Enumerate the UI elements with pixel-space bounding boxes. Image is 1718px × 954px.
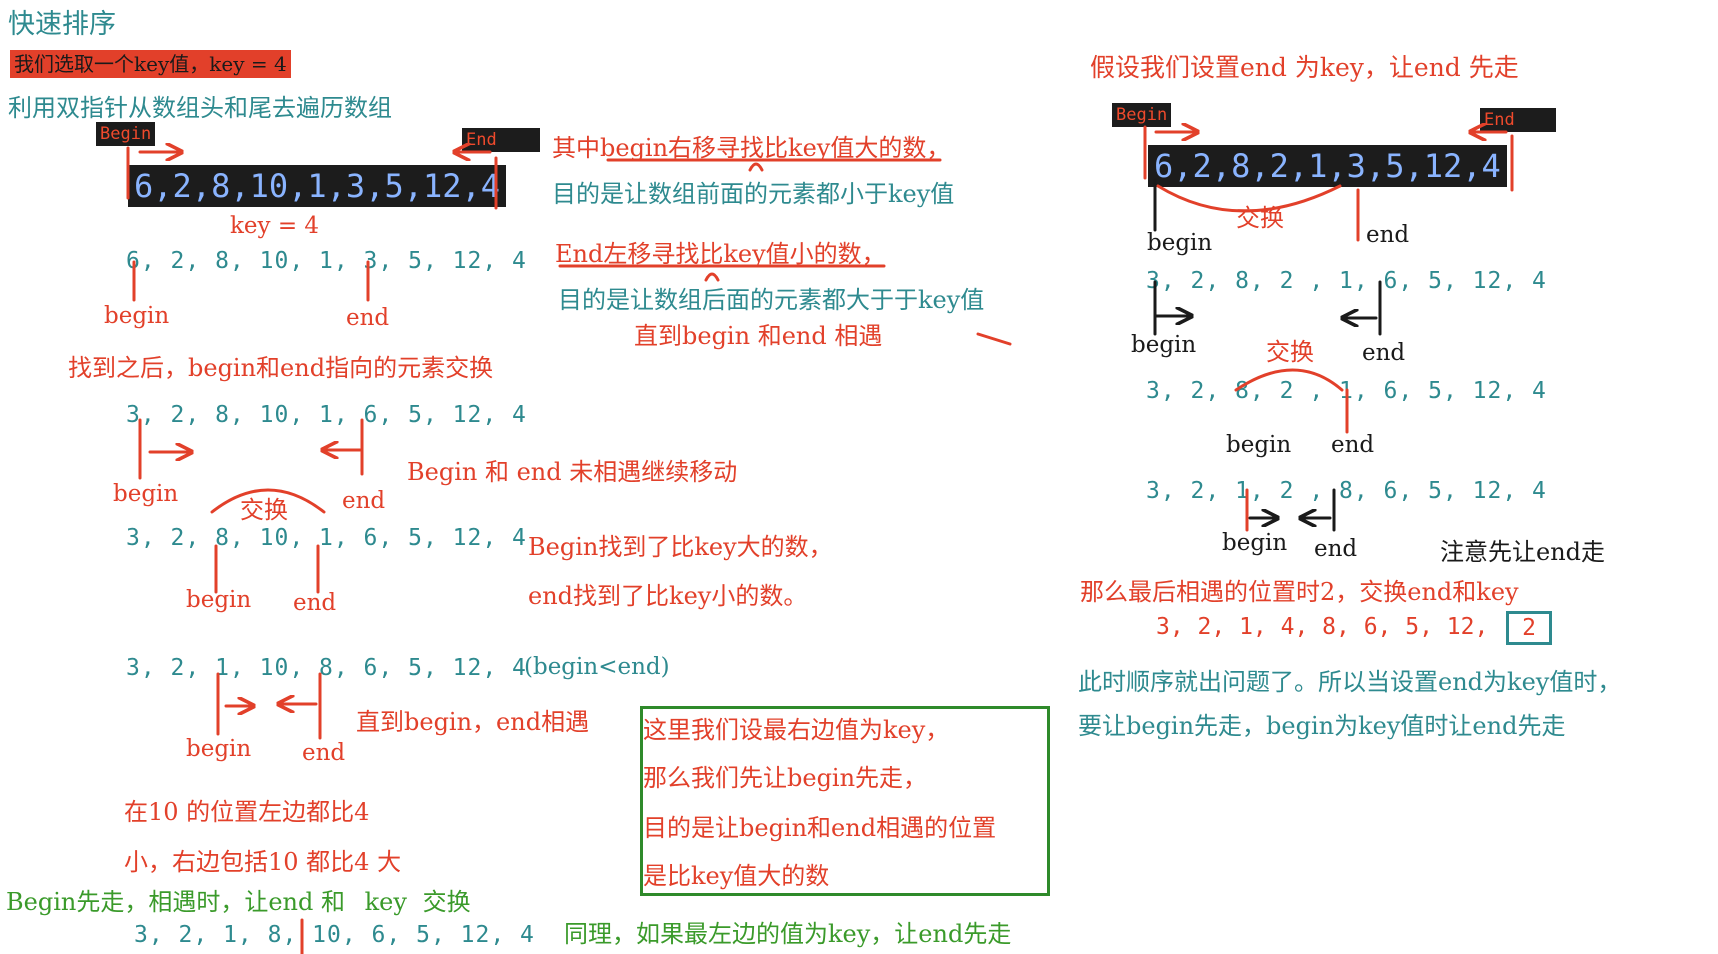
intro-text: 利用双指针从数组头和尾去遍历数组 <box>8 94 392 122</box>
right-swap-label-2: 交换 <box>1266 338 1314 366</box>
left-swap-label: 交换 <box>240 496 288 524</box>
right-code-end: end <box>1366 222 1410 248</box>
left-seq-5: 3, 2, 1, 8, 10, 6, 5, 12, 4 <box>134 922 535 948</box>
right-heading: 假设我们设置end 为key，让end 先走 <box>1090 53 1519 82</box>
box-line-4: 是比key值大的数 <box>643 862 830 890</box>
right-seq2-end: end <box>1331 432 1375 458</box>
right-array-code: 6,2,8,2,1,3,5,12,4 <box>1148 145 1507 187</box>
right-seq-1: 3, 2, 8, 2 , 1, 6, 5, 12, 4 <box>1146 268 1547 294</box>
right-seq-final: 3, 2, 1, 4, 8, 6, 5, 12, <box>1156 614 1489 640</box>
swap-arc-right-2 <box>1234 368 1344 392</box>
right-final-note: 那么最后相遇的位置时2，交换end和key <box>1080 578 1519 606</box>
conclusion-2: 小，右边包括10 都比4 大 <box>124 848 402 876</box>
left-seq3-begin: begin <box>186 587 252 613</box>
left-seq-2: 3, 2, 8, 10, 1, 6, 5, 12, 4 <box>126 402 527 428</box>
left-seq4-end: end <box>302 740 346 766</box>
left-seq1-end: end <box>346 305 390 331</box>
left-seq4-begin: begin <box>186 736 252 762</box>
left-seq4-paren: (begin<end) <box>524 654 670 680</box>
right-seq1-begin: begin <box>1131 332 1197 358</box>
green-instruction-key: key <box>364 888 407 916</box>
squiggle-note1 <box>748 162 764 172</box>
squiggle-note2 <box>704 272 720 282</box>
mid-bottom-note: 同理，如果最左边的值为key，让end先走 <box>564 920 1012 948</box>
right-seq1-end: end <box>1362 340 1406 366</box>
left-seq-1: 6, 2, 8, 10, 1, 3, 5, 12, 4 <box>126 248 527 274</box>
left-seq-4: 3, 2, 1, 10, 8, 6, 5, 12, 4 <box>126 655 527 681</box>
problem-line-1: 此时顺序就出问题了。所以当设置end为key值时， <box>1078 668 1622 696</box>
left-seq1-begin: begin <box>104 303 170 329</box>
note-swap: 找到之后，begin和end指向的元素交换 <box>68 354 494 382</box>
explanation-box <box>640 706 1050 896</box>
left-seq2-begin: begin <box>113 481 179 507</box>
note-end-first: 注意先让end走 <box>1440 538 1606 566</box>
swap-arc-right <box>1156 184 1342 213</box>
box-line-1: 这里我们设最右边值为key， <box>643 716 950 744</box>
right-seq-3: 3, 2, 1, 2 , 8, 6, 5, 12, 4 <box>1146 478 1547 504</box>
left-seq-3: 3, 2, 8, 10, 1, 6, 5, 12, 4 <box>126 525 527 551</box>
right-tag-end: End <box>1480 108 1556 132</box>
note-continue: Begin 和 end 未相遇继续移动 <box>407 458 738 486</box>
left-tag-end: End <box>462 128 540 152</box>
dash-mark <box>976 332 1012 346</box>
green-instruction: Begin先走，相遇时，让end 和 key 交换 <box>6 882 471 917</box>
mid-note-1b: 目的是让数组前面的元素都小于key值 <box>552 180 955 208</box>
note-found-2: end找到了比key小的数。 <box>528 582 808 610</box>
green-instruction-b: 交换 <box>422 888 471 916</box>
swap-arc-left <box>210 488 326 514</box>
key-banner: 我们选取一个key值，key = 4 <box>10 50 291 78</box>
right-code-begin: begin <box>1147 230 1213 256</box>
box-line-3: 目的是让begin和end相遇的位置 <box>643 814 997 842</box>
left-seq2-end: end <box>342 488 386 514</box>
conclusion-1: 在10 的位置左边都比4 <box>124 798 370 826</box>
note-found-1: Begin找到了比key大的数， <box>528 533 833 561</box>
right-seq2-begin: begin <box>1226 432 1292 458</box>
mid-note-2a: End左移寻找比key值小的数， <box>555 240 886 268</box>
right-seq3-begin: begin <box>1222 530 1288 556</box>
mid-note-1a: 其中begin右移寻找比key值大的数， <box>552 134 951 162</box>
right-tag-begin: Begin <box>1112 103 1172 127</box>
page-title: 快速排序 <box>8 9 116 40</box>
mid-note-3: 直到begin 和end 相遇 <box>634 322 883 350</box>
right-seq-final-box: 2 <box>1506 611 1552 645</box>
left-tag-begin: Begin <box>96 122 156 146</box>
left-key-label: key = 4 <box>230 213 320 239</box>
mid-note-2b: 目的是让数组后面的元素都大于于key值 <box>558 286 985 314</box>
box-line-2: 那么我们先让begin先走， <box>643 764 928 792</box>
problem-line-2: 要让begin先走，begin为key值时让end先走 <box>1078 712 1566 740</box>
left-seq3-end: end <box>293 590 337 616</box>
green-instruction-a: Begin先走，相遇时，让end 和 <box>6 888 345 916</box>
note-meet: 直到begin，end相遇 <box>356 708 590 736</box>
right-seq3-end: end <box>1314 536 1358 562</box>
left-array-code: 6,2,8,10,1,3,5,12,4 <box>128 165 507 207</box>
